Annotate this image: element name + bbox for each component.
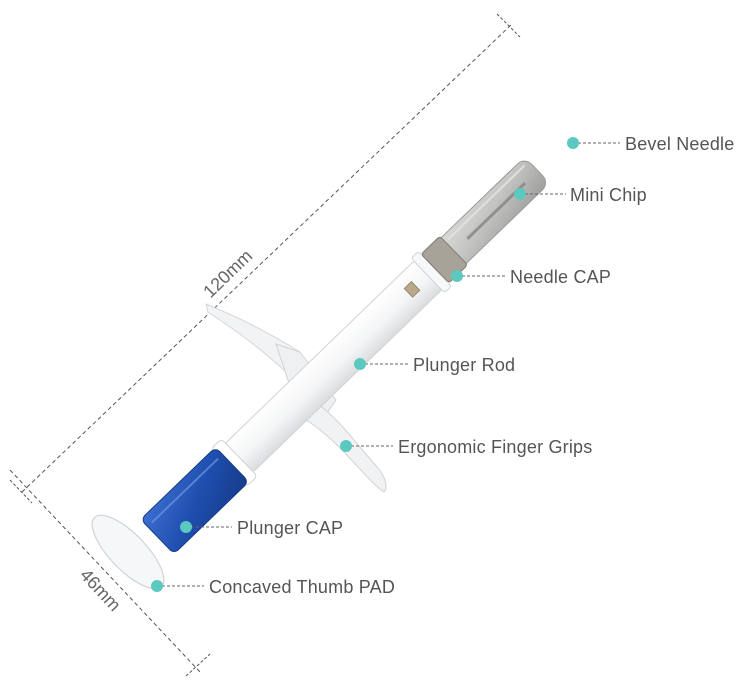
plunger-cap-shine xyxy=(151,457,219,524)
callout-plunger-rod: Plunger Rod xyxy=(354,355,515,375)
syringe xyxy=(91,160,547,590)
callout-mini-chip: Mini Chip xyxy=(514,185,647,205)
marker-thumb-pad xyxy=(151,580,163,592)
dimension-length-line xyxy=(21,23,513,493)
marker-mini-chip xyxy=(514,188,526,200)
dimension-length-tick-top xyxy=(496,13,521,38)
marker-plunger-cap xyxy=(180,521,192,533)
marker-plunger-rod xyxy=(354,358,366,370)
callout-bevel-needle: Bevel Needle xyxy=(567,134,734,154)
dimension-width-line xyxy=(9,469,201,673)
plunger-cap xyxy=(142,449,247,552)
label-thumb-pad: Concaved Thumb PAD xyxy=(209,577,395,597)
label-needle-cap: Needle CAP xyxy=(510,267,611,287)
callout-thumb-pad: Concaved Thumb PAD xyxy=(151,577,395,597)
callout-finger-grips: Ergonomic Finger Grips xyxy=(340,437,592,457)
marker-bevel-needle xyxy=(567,137,579,149)
callout-plunger-cap: Plunger CAP xyxy=(180,518,343,538)
needle-cap-highlight xyxy=(447,164,526,240)
label-plunger-cap: Plunger CAP xyxy=(237,518,343,538)
label-plunger-rod: Plunger Rod xyxy=(413,355,515,375)
dimension-length-tick-bottom xyxy=(9,479,33,504)
barrel-window xyxy=(403,281,421,298)
dimension-length-label: 120mm xyxy=(199,246,256,302)
callout-needle-cap: Needle CAP xyxy=(451,267,611,287)
label-bevel-needle: Bevel Needle xyxy=(625,134,734,154)
dimension-width-tick-bottom xyxy=(185,653,211,677)
marker-finger-grips xyxy=(340,440,352,452)
callouts: Bevel Needle Mini Chip Needle CAP Plunge… xyxy=(151,134,734,597)
label-mini-chip: Mini Chip xyxy=(570,185,647,205)
label-finger-grips: Ergonomic Finger Grips xyxy=(398,437,592,457)
marker-needle-cap xyxy=(451,270,463,282)
dimension-width-label: 46mm xyxy=(76,565,125,615)
